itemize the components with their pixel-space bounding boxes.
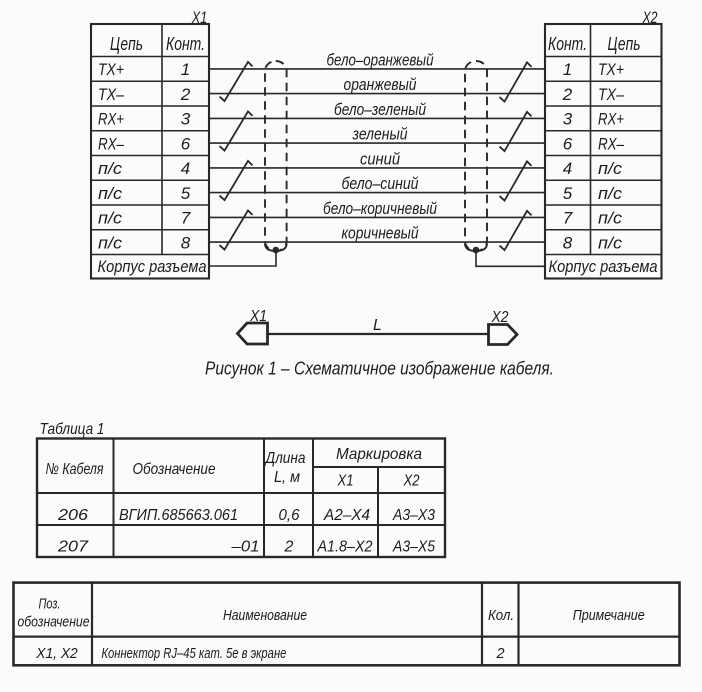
svg-text:1: 1 [563, 60, 572, 79]
svg-text:5: 5 [563, 184, 573, 203]
svg-text:RX+: RX+ [598, 110, 624, 129]
svg-text:TX–: TX– [598, 85, 624, 104]
svg-text:Кол.: Кол. [488, 608, 514, 624]
svg-text:6: 6 [181, 134, 191, 153]
svg-text:Коннектор RJ–45 кат. 5е в экра: Коннектор RJ–45 кат. 5е в экране [101, 646, 286, 662]
svg-text:7: 7 [563, 209, 573, 228]
svg-text:L: L [373, 317, 382, 334]
svg-text:ВГИП.685663.061: ВГИП.685663.061 [119, 507, 238, 524]
svg-text:п/с: п/с [598, 209, 623, 228]
svg-text:Примечание: Примечание [573, 608, 645, 624]
svg-text:Поз.: Поз. [39, 597, 61, 613]
svg-text:Корпус разъема: Корпус разъема [98, 258, 207, 276]
svg-text:X1: X1 [337, 473, 354, 490]
svg-text:Корпус разъема: Корпус разъема [549, 258, 658, 276]
svg-text:Обозначение: Обозначение [133, 461, 216, 478]
svg-text:А1.8–Х2: А1.8–Х2 [317, 539, 373, 556]
svg-text:п/с: п/с [98, 233, 123, 252]
svg-text:TX+: TX+ [598, 60, 624, 79]
svg-text:RX+: RX+ [98, 110, 124, 129]
svg-text:5: 5 [181, 184, 191, 203]
svg-text:коричневый: коричневый [342, 224, 419, 243]
svg-text:п/с: п/с [598, 233, 623, 252]
svg-text:TX–: TX– [98, 85, 124, 104]
svg-text:п/с: п/с [598, 184, 623, 203]
svg-text:обозначение: обозначение [18, 615, 90, 631]
svg-text:4: 4 [563, 159, 572, 178]
svg-text:оранжевый: оранжевый [344, 75, 417, 94]
svg-text:X2: X2 [403, 473, 420, 490]
svg-text:бело–синий: бело–синий [342, 174, 419, 193]
svg-text:А3–Х3: А3–Х3 [392, 507, 435, 524]
svg-text:1: 1 [181, 60, 190, 79]
svg-text:А3–Х5: А3–Х5 [392, 539, 435, 556]
svg-text:RX–: RX– [598, 134, 624, 153]
svg-text:Цепь: Цепь [110, 34, 143, 54]
svg-text:Цепь: Цепь [608, 34, 641, 54]
svg-text:3: 3 [181, 110, 191, 129]
svg-text:Конт.: Конт. [548, 34, 587, 54]
svg-text:TX+: TX+ [98, 60, 124, 79]
svg-text:8: 8 [181, 233, 191, 252]
svg-text:X1, X2: X1, X2 [35, 646, 77, 662]
svg-text:бело–коричневый: бело–коричневый [323, 199, 437, 218]
svg-text:207: 207 [57, 539, 89, 556]
svg-text:бело–зеленый: бело–зеленый [334, 100, 426, 119]
svg-text:Рисунок 1 – Схематичное изобра: Рисунок 1 – Схематичное изображение кабе… [205, 358, 554, 379]
svg-text:X2: X2 [491, 309, 509, 326]
svg-text:2: 2 [495, 646, 504, 662]
svg-text:206: 206 [57, 507, 88, 524]
svg-text:2: 2 [284, 539, 294, 556]
svg-text:Наименование: Наименование [223, 608, 307, 624]
svg-text:X1: X1 [191, 8, 207, 27]
svg-text:Длина: Длина [264, 450, 306, 467]
svg-text:RX–: RX– [98, 134, 124, 153]
svg-text:синий: синий [360, 149, 400, 168]
svg-text:8: 8 [563, 233, 573, 252]
svg-text:п/с: п/с [98, 209, 123, 228]
svg-text:0,6: 0,6 [279, 507, 300, 524]
svg-text:зеленый: зеленый [352, 125, 408, 144]
svg-text:п/с: п/с [98, 184, 123, 203]
svg-text:бело–оранжевый: бело–оранжевый [327, 50, 434, 69]
svg-text:п/с: п/с [98, 159, 123, 178]
svg-text:3: 3 [563, 110, 573, 129]
svg-text:Маркировка: Маркировка [336, 446, 422, 463]
svg-text:6: 6 [563, 134, 573, 153]
svg-text:п/с: п/с [598, 159, 623, 178]
svg-text:4: 4 [181, 159, 190, 178]
svg-text:Конт.: Конт. [166, 34, 205, 54]
svg-text:L, м: L, м [274, 469, 300, 486]
svg-text:X2: X2 [642, 8, 658, 27]
svg-text:№ Кабеля: № Кабеля [46, 461, 104, 478]
svg-text:2: 2 [180, 85, 191, 104]
svg-text:2: 2 [562, 85, 573, 104]
svg-text:7: 7 [181, 209, 191, 228]
svg-text:–01: –01 [230, 539, 259, 556]
svg-text:Таблица 1: Таблица 1 [40, 421, 105, 438]
svg-text:А2–Х4: А2–Х4 [323, 507, 370, 524]
svg-text:X1: X1 [249, 308, 267, 325]
